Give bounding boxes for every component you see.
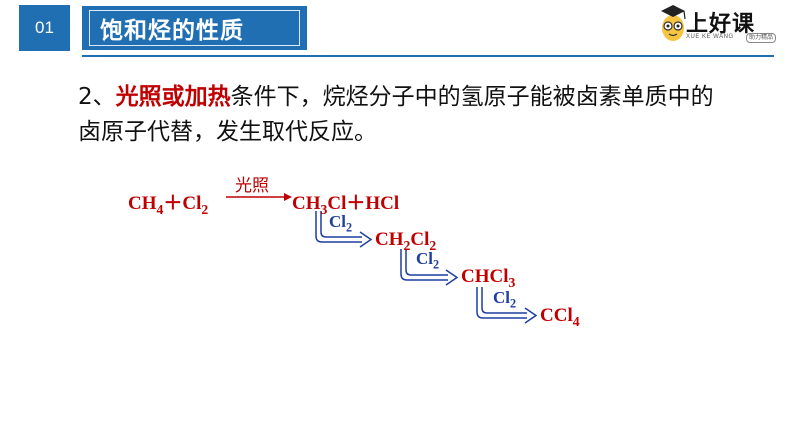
description-paragraph: 2、光照或加热条件下，烷烃分子中的氢原子能被卤素单质中的卤原子代替，发生取代反应… [78, 80, 718, 150]
reaction-step-1-products: CH3Cl＋HCl [292, 188, 400, 217]
product-subscript-a: 2 [403, 237, 411, 253]
condition-arrow [226, 193, 292, 201]
product-ccl4: CCl4 [540, 305, 580, 329]
product-subscript-b: 2 [429, 237, 437, 253]
product-subscript-a: 3 [508, 274, 516, 290]
title-bar: 饱和烃的性质 [82, 6, 307, 50]
ch3cl-hcl-text: Cl＋HCl [327, 193, 400, 214]
paragraph-prefix: 2、 [78, 84, 116, 110]
title-frame: 饱和烃的性质 [89, 10, 300, 46]
section-number: 01 [35, 18, 54, 37]
ch3-formula: CH [292, 193, 321, 214]
reagent-subscript: 2 [510, 296, 517, 311]
ch4-formula: CH [128, 193, 157, 214]
reagent-label-2: Cl2 [329, 212, 353, 235]
cl2-subscript: 2 [201, 201, 209, 217]
brand-tag: 助力精品 [746, 33, 777, 43]
reaction-step-1-reactants: CH4＋Cl2 [128, 188, 209, 217]
product-text-a: CH [375, 229, 404, 250]
reagent-subscript: 2 [433, 257, 440, 272]
reagent-text: Cl [416, 249, 433, 268]
section-number-badge: 01 [19, 5, 70, 51]
paragraph-text: 条件下，烷烃分子中的氢原子能被卤素单质中的卤原子代替，发生取代反应。 [78, 84, 714, 145]
product-text-b: Cl [410, 229, 430, 250]
product-chcl3: CHCl3 [461, 266, 516, 290]
page-title: 饱和烃的性质 [100, 18, 244, 44]
mascot-icon [661, 5, 686, 41]
reaction-condition: 光照 [235, 176, 269, 196]
brand-logo: 上好课 XUE KE WANG 助力精品 [658, 2, 788, 48]
ch4-subscript: 4 [156, 201, 164, 217]
header-divider [82, 55, 774, 57]
product-subscript-a: 4 [572, 313, 580, 329]
ch3-subscript: 3 [320, 201, 328, 217]
reagent-text: Cl [493, 288, 510, 307]
reagent-subscript: 2 [346, 220, 353, 235]
brand-name: 上好课 [686, 12, 756, 37]
brand-subtitle: XUE KE WANG [686, 34, 734, 40]
paragraph-highlight: 光照或加热 [115, 84, 231, 110]
substitution-arrow-2 [400, 249, 459, 286]
reagent-text: Cl [329, 212, 346, 231]
cl2-formula: Cl [182, 193, 202, 214]
product-text-a: CHCl [461, 266, 509, 287]
substitution-arrow-3 [476, 287, 538, 324]
product-ch2cl2: CH2Cl2 [375, 229, 437, 253]
reagent-label-3: Cl2 [416, 249, 440, 272]
plus-sign: ＋ [163, 193, 183, 214]
product-text-a: CCl [540, 305, 573, 326]
substitution-arrow-1 [315, 211, 373, 248]
reagent-label-4: Cl2 [493, 288, 517, 311]
